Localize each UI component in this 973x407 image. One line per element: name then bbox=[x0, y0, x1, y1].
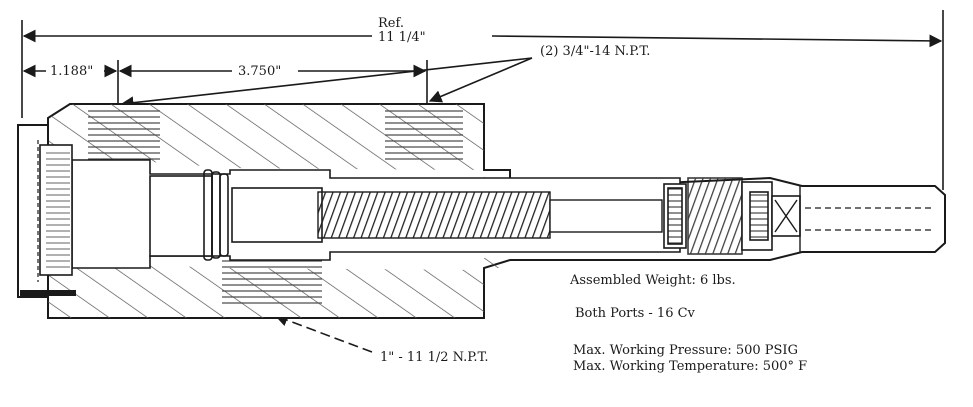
neck-lower-section bbox=[484, 258, 510, 268]
spec-pressure: Max. Working Pressure: 500 PSIG bbox=[573, 343, 798, 358]
hex-socket-cross-b bbox=[774, 199, 798, 233]
spec-flow: Both Ports - 16 Cv bbox=[575, 306, 696, 321]
end-cap-thread bbox=[46, 150, 70, 270]
threaded-stem bbox=[317, 191, 551, 239]
bottom-port-thread bbox=[222, 260, 322, 308]
left-offset-label: 1.188" bbox=[50, 64, 93, 79]
top-ports-callout: (2) 3/4"-14 N.P.T. bbox=[540, 44, 650, 59]
bottom-port-leader bbox=[274, 314, 373, 353]
port-spacing-label: 3.750" bbox=[238, 64, 281, 79]
valve-body bbox=[17, 103, 946, 319]
top-port-1-thread bbox=[88, 108, 160, 160]
dimension-lines bbox=[21, 10, 944, 353]
overall-length-label: 11 1/4" bbox=[378, 30, 426, 45]
end-cap-base bbox=[20, 290, 76, 296]
stem-shaft bbox=[549, 199, 663, 233]
spec-weight: Assembled Weight: 6 lbs. bbox=[569, 273, 736, 288]
top-port-2-thread bbox=[385, 108, 463, 164]
valve-stem-base bbox=[231, 187, 323, 243]
bottom-port-callout: 1" - 11 1/2 N.P.T. bbox=[380, 350, 488, 365]
piston-sleeve bbox=[149, 175, 213, 257]
spec-temperature: Max. Working Temperature: 500° F bbox=[573, 359, 807, 374]
top-port-leader-1 bbox=[120, 57, 533, 110]
ref-label: Ref. bbox=[378, 16, 404, 31]
overall-dim-line-right bbox=[491, 34, 943, 48]
piston-rings bbox=[203, 169, 229, 261]
top-port-leader-2 bbox=[428, 57, 533, 103]
packing-gland bbox=[663, 177, 773, 255]
